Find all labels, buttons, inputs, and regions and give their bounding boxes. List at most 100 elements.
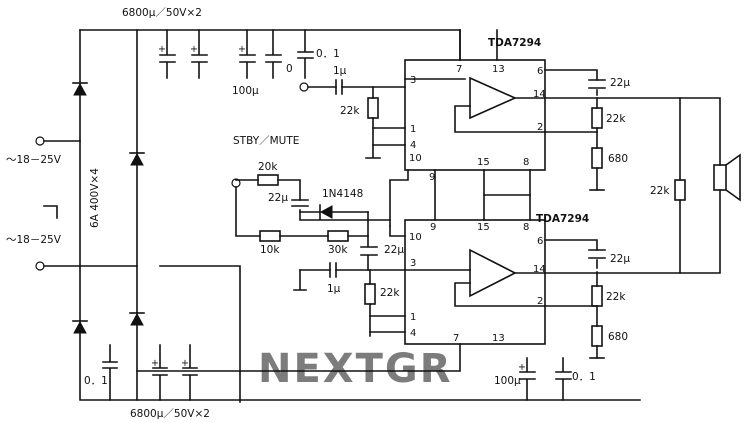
lower-chip-body (404, 219, 546, 345)
bridge-resistor (674, 179, 686, 201)
lower-feedback-resistor (591, 285, 603, 307)
labels: 6800μ／50V×2 6800μ／50V×2 6A 400V×4 ～18－25… (6, 7, 670, 420)
upper-input-cap (335, 79, 343, 95)
rectifier-diode-3 (72, 320, 88, 334)
svg-text:+: + (190, 44, 198, 55)
rectifier-diode-4 (129, 312, 145, 326)
upper-pin-7: 7 (456, 64, 462, 75)
r-680-lower-label: 680 (608, 331, 628, 343)
c-in-lower-label: 1μ (327, 283, 341, 295)
r-in-upper-label: 22k (340, 105, 360, 117)
lower-input-cap (329, 262, 337, 278)
filter-cap-top-2: + (190, 29, 208, 79)
c-top-01-label: 0．1 (316, 48, 340, 60)
lower-pin-4: 4 (410, 328, 416, 339)
c-in-upper-label: 1μ (333, 65, 347, 77)
lower-pin-7: 7 (453, 333, 459, 344)
standby-mute-network (231, 174, 391, 271)
d-1n4148-label: 1N4148 (322, 188, 363, 200)
lower-chip-name: TDA7294 (536, 213, 589, 225)
cap-bot-01-left (102, 344, 118, 401)
r-10k-label: 10k (260, 244, 280, 256)
c-out-upper-label: 22μ (610, 77, 630, 89)
upper-chip-body (404, 59, 546, 171)
cap-top-100u: + (238, 29, 256, 79)
lower-pin-13: 13 (492, 333, 505, 344)
lower-pin-1: 1 (410, 312, 416, 323)
upper-input-terminal (299, 82, 309, 92)
filter-cap-bottom-1: + (151, 344, 168, 401)
lower-opamp-symbol (469, 248, 517, 298)
lower-pin-10: 10 (409, 232, 422, 243)
upper-opamp-symbol (469, 76, 517, 120)
lower-680-resistor (591, 325, 603, 347)
stby-mute-label: STBY／MUTE (233, 135, 299, 147)
lower-pin-9: 9 (430, 222, 436, 233)
rectifier-diode-1 (72, 82, 88, 96)
c-out-lower-label: 22μ (610, 253, 630, 265)
top-caps-label: 6800μ／50V×2 (122, 7, 202, 19)
cap-bot-01-right (555, 357, 572, 401)
upper-chip-name: TDA7294 (488, 37, 541, 49)
r-fb-upper-label: 22k (606, 113, 626, 125)
upper-pin-3: 3 (410, 75, 416, 86)
upper-amplifier (299, 29, 681, 227)
lower-pin-8: 8 (523, 222, 529, 233)
r-30k-resistor (327, 230, 349, 242)
lower-pin-2: 2 (537, 296, 543, 307)
upper-pin-8: 8 (523, 157, 529, 168)
svg-text:+: + (518, 362, 526, 373)
lower-pin-15: 15 (477, 222, 490, 233)
ac-terminal-1 (35, 136, 45, 146)
r-30k-label: 30k (328, 244, 348, 256)
diode-1n4148 (299, 204, 369, 220)
r-fb-lower-label: 22k (606, 291, 626, 303)
lower-pin-14: 14 (533, 264, 546, 275)
upper-pin-10: 10 (409, 153, 422, 164)
lower-pin-6: 6 (537, 236, 543, 247)
cap-top-01 (297, 29, 314, 79)
bottom-caps-label: 6800μ／50V×2 (130, 408, 210, 420)
c-22u-mute-label: 22μ (384, 244, 404, 256)
svg-text:+: + (158, 44, 166, 55)
svg-text:+: + (181, 358, 189, 369)
rectifier-label: 6A 400V×4 (89, 168, 101, 228)
lower-amplifier (293, 97, 741, 359)
svg-text:+: + (238, 44, 246, 55)
rectifier-diode-2 (129, 152, 145, 166)
c-22u-stby-cap (291, 199, 309, 207)
svg-text:+: + (151, 358, 159, 369)
upper-output-cap (588, 79, 606, 89)
upper-feedback-resistor (591, 107, 603, 129)
upper-pin-15: 15 (477, 157, 490, 168)
r-in-lower-label: 22k (380, 287, 400, 299)
c-top-0-label: 0 (286, 63, 293, 75)
upper-pin-4: 4 (410, 140, 416, 151)
c-top-100u-label: 100μ (232, 85, 259, 97)
upper-pin-14: 14 (533, 89, 546, 100)
r-bridge-label: 22k (650, 185, 670, 197)
lower-input-resistor (364, 283, 376, 305)
filter-cap-top-1: + (158, 29, 176, 79)
speaker-icon (679, 97, 741, 274)
filter-cap-bottom-2: + (181, 344, 198, 401)
c-bot-01-right-label: 0．1 (572, 371, 596, 383)
c-22u-mute-cap (360, 246, 378, 256)
ac-terminal-3 (35, 261, 45, 271)
r-10k-resistor (259, 230, 281, 242)
upper-pin-13: 13 (492, 64, 505, 75)
watermark: NEXTGR (258, 346, 453, 392)
r-20k-resistor (257, 174, 279, 186)
upper-680-resistor (591, 147, 603, 169)
upper-pin-2: 2 (537, 122, 543, 133)
r-20k-label: 20k (258, 161, 278, 173)
r-680-upper-label: 680 (608, 153, 628, 165)
lower-output-cap (588, 249, 606, 259)
upper-pin-6: 6 (537, 66, 543, 77)
upper-pin-1: 1 (410, 124, 416, 135)
ac-input-label-2: ～18－25V (6, 234, 62, 246)
cap-top-0 (265, 29, 282, 79)
c-22u-stby-label: 22μ (268, 192, 288, 204)
ac-terminal-2 (43, 205, 58, 219)
